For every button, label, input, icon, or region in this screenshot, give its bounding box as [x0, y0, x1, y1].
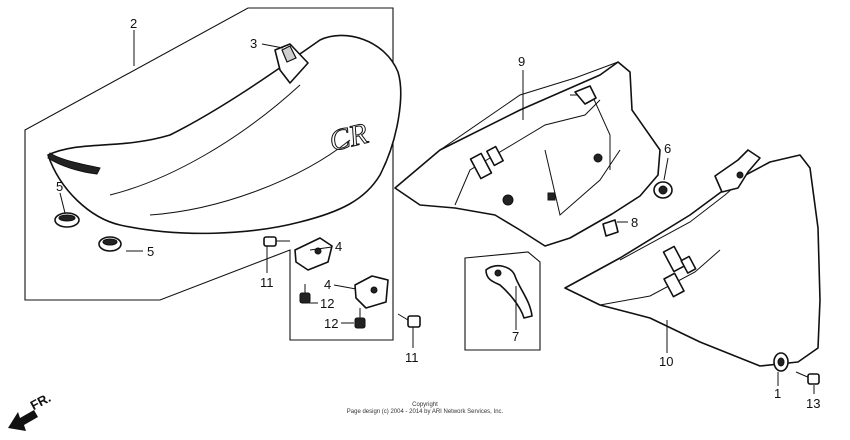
seat-group-outline — [24, 7, 394, 341]
callout-11-outer: 11 — [405, 350, 419, 365]
seat-logo-text: CR — [326, 117, 371, 158]
collar[interactable] — [602, 219, 619, 237]
callout-11-seat: 11 — [260, 275, 274, 290]
callout-1: 1 — [774, 386, 781, 401]
copyright-line-2: Page design (c) 2004 - 2014 by ARI Netwo… — [346, 409, 504, 415]
seat-bracket-upper[interactable] — [294, 237, 333, 271]
bolt-12-upper[interactable] — [299, 284, 311, 304]
callout-2: 2 — [130, 16, 137, 31]
left-side-cover[interactable] — [394, 61, 661, 247]
leader-lines — [59, 30, 815, 394]
seat-button-upper[interactable] — [54, 212, 80, 228]
callout-12-lower: 12 — [324, 316, 338, 331]
callout-4-upper: 4 — [335, 239, 342, 254]
callout-10: 10 — [659, 354, 673, 369]
bolt-13[interactable] — [795, 371, 820, 385]
clip[interactable] — [485, 264, 533, 319]
seat-strap[interactable] — [274, 43, 309, 84]
callout-6: 6 — [664, 141, 671, 156]
seat-button-lower[interactable] — [98, 236, 122, 252]
callout-5-lower: 5 — [147, 244, 154, 259]
clip-group-outline — [464, 251, 541, 351]
copyright-line-1: Copyright — [412, 402, 438, 408]
callout-3: 3 — [250, 36, 257, 51]
bolt-11-outer[interactable] — [397, 313, 421, 328]
bolt-12-lower[interactable] — [354, 308, 366, 329]
callout-4-lower: 4 — [324, 277, 331, 292]
right-side-cover[interactable] — [564, 149, 821, 367]
callout-12-upper: 12 — [320, 296, 334, 311]
bolt-11-seat[interactable] — [263, 236, 290, 247]
seat[interactable]: CR — [47, 34, 402, 235]
grommet[interactable] — [653, 181, 673, 199]
callout-5-upper: 5 — [56, 179, 63, 194]
callout-7: 7 — [512, 329, 519, 344]
callout-9: 9 — [518, 54, 525, 69]
front-direction-arrow-icon — [8, 410, 38, 431]
callout-13: 13 — [806, 396, 820, 411]
callout-8: 8 — [631, 215, 638, 230]
seat-bracket-lower[interactable] — [354, 275, 389, 309]
washer[interactable] — [773, 352, 789, 372]
